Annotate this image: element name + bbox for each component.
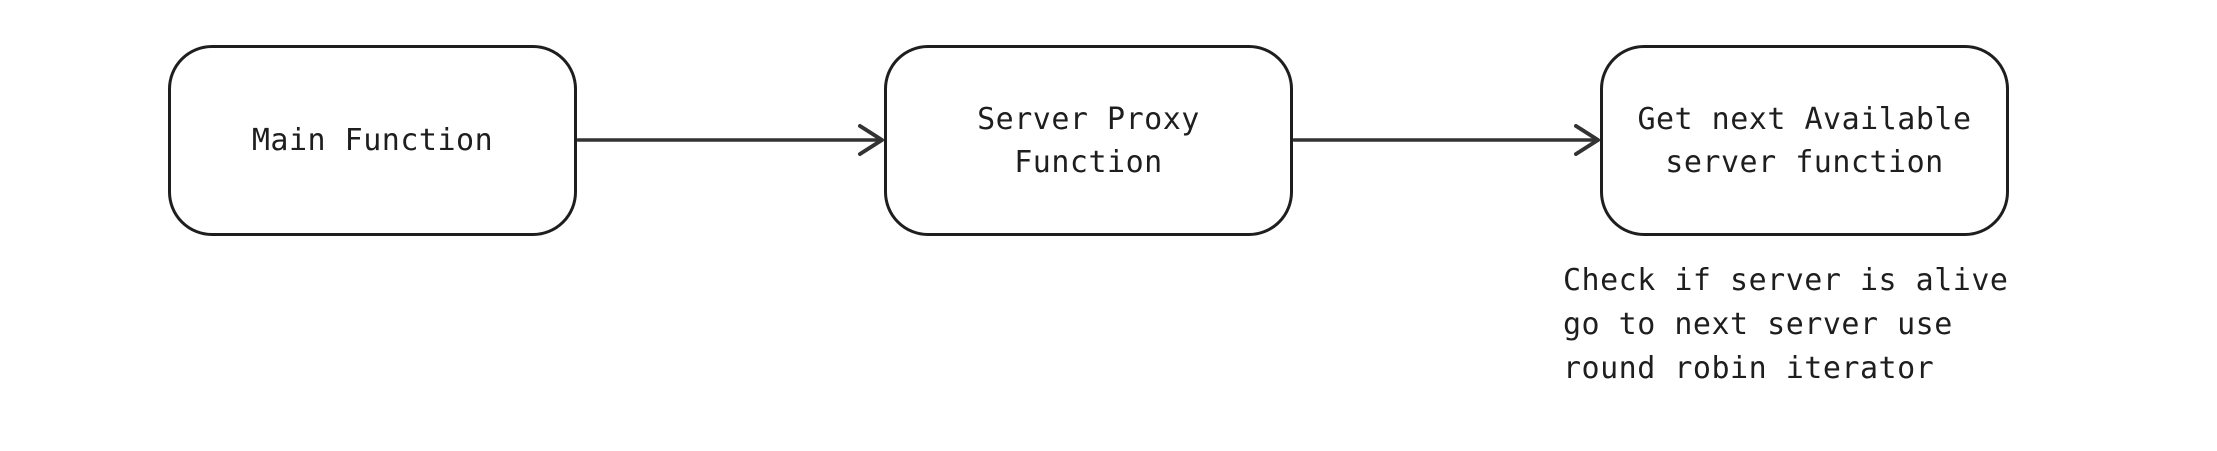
note-line: go to next server use [1563,307,1953,342]
arrowhead-icon [858,124,884,156]
node-get-next-available-server[interactable]: Get next Available server function [1600,45,2009,236]
annotation-note: Check if server is alive go to next serv… [1563,259,2123,391]
node-server-proxy-function[interactable]: Server Proxy Function [884,45,1293,236]
note-line: Check if server is alive [1563,263,2009,298]
edge-main-to-proxy [576,124,884,156]
node-label: Server Proxy Function [977,101,1200,180]
node-main-function[interactable]: Main Function [168,45,577,236]
edge-proxy-to-next [1292,124,1600,156]
note-line: round robin iterator [1563,351,1935,386]
node-label: Get next Available server function [1637,101,1972,180]
arrowhead-icon [1574,124,1600,156]
node-label: Main Function [251,123,494,158]
